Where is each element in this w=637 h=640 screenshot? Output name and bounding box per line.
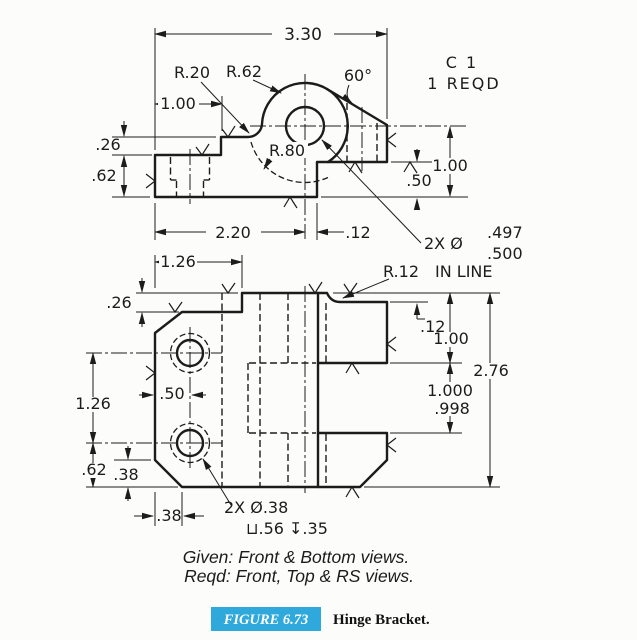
- dim-126-top: 1.26: [160, 252, 196, 271]
- finish-mark: [145, 173, 156, 189]
- finish-mark: [386, 132, 397, 148]
- label-r80: R.80: [269, 141, 305, 160]
- hidden-cbore-circle-1: [169, 332, 211, 374]
- finish-mark: [308, 281, 323, 295]
- label-60deg: 60°: [344, 66, 372, 85]
- dim-100-left: 1.00: [160, 94, 196, 113]
- dim-gap: [266, 142, 308, 158]
- dim-gap: [470, 363, 512, 379]
- finish-mark: [386, 336, 397, 352]
- hole-note-upper: .497: [487, 223, 523, 242]
- hole-note-lower: .500: [487, 244, 523, 263]
- hidden-cbore-circle-2: [169, 422, 211, 464]
- bottom-outline: [153, 291, 389, 489]
- dim-12: .12: [345, 223, 370, 242]
- cbore-hole-note: 2X Ø.38: [224, 498, 288, 517]
- leader-hole-callout: [321, 139, 422, 244]
- dim-gap: [424, 382, 477, 416]
- finish-mark: [345, 361, 360, 375]
- finish-mark: [168, 301, 183, 314]
- notes: Given: Front & Bottom views. Reqd: Front…: [183, 547, 414, 586]
- dim-220: 2.20: [215, 223, 251, 242]
- dim-330: 3.30: [284, 25, 322, 45]
- dim-126-left: 1.26: [75, 394, 111, 413]
- dim-276: 2.76: [473, 361, 509, 380]
- finish-mark: [283, 195, 298, 209]
- finish-mark: [348, 160, 363, 174]
- dim-slot-upper: 1.000: [427, 381, 473, 400]
- dim-26-bottom: .26: [106, 293, 131, 312]
- dim-62-bottom: .62: [81, 460, 106, 479]
- finish-mark: [221, 125, 236, 139]
- dim-gap: [73, 397, 114, 412]
- figure-title: Hinge Bracket.: [333, 612, 430, 628]
- finish-mark: [195, 143, 210, 157]
- dim-50: .50: [406, 171, 431, 190]
- hole-2: [175, 428, 205, 458]
- part-code: C 1: [446, 53, 478, 72]
- dim-50-bottom: .50: [159, 384, 184, 403]
- note-given: Given: Front & Bottom views.: [183, 547, 410, 567]
- finish-mark: [221, 282, 236, 295]
- hole-note-prefix: 2X Ø: [424, 234, 463, 253]
- dim-gap: [77, 463, 111, 478]
- leader-r80: [263, 157, 273, 170]
- dim-gap: [206, 224, 261, 240]
- leader-cbore: [202, 458, 232, 506]
- note-reqd: Reqd: Front, Top & RS views.: [184, 566, 414, 586]
- dim-gap: [158, 96, 199, 111]
- dim-gap: [159, 254, 197, 269]
- dim-100-bottom: 1.00: [433, 329, 469, 348]
- dim-12-bottom: .12: [420, 317, 445, 336]
- hole-1: [175, 338, 205, 368]
- hole-note-suffix: IN LINE: [435, 262, 492, 281]
- finish-mark: [145, 365, 156, 381]
- finish-mark: [343, 282, 358, 295]
- dim-38-vertical: .38: [113, 465, 138, 484]
- label-r12: R.12: [383, 262, 419, 281]
- dim-slot-lower: .998: [434, 399, 470, 418]
- dim-26: .26: [95, 135, 120, 154]
- leader-60deg: [341, 84, 353, 104]
- dim-gap: [432, 158, 469, 174]
- label-r62: R.62: [226, 62, 262, 81]
- figure-caption: FIGURE 6.73 Hinge Bracket.: [211, 607, 430, 631]
- leader-r12: [342, 278, 390, 299]
- front-view: 3.30 1.00 .26 .62 2.20 .12 .50 1.00 R.20…: [91, 25, 523, 281]
- finish-mark: [345, 485, 360, 499]
- cbore-depth-note: ⊔.56 ↧.35: [246, 519, 328, 538]
- finish-mark: [386, 437, 397, 453]
- qty-note: 1 REQD: [427, 74, 500, 93]
- bottom-view: 1.26 .26 R.12 .12 1.00 1.000 .998 2.76 1…: [73, 252, 512, 538]
- leader-r20: [200, 81, 250, 134]
- dim-38-horizontal: .38: [156, 506, 181, 525]
- figure-label: FIGURE 6.73: [223, 612, 309, 628]
- label-r20: R.20: [174, 63, 210, 82]
- dim-62: .62: [91, 166, 116, 185]
- figure-label-box: [211, 607, 321, 631]
- dim-gap: [433, 332, 469, 347]
- finish-mark: [403, 160, 418, 174]
- dim-gap: [272, 25, 334, 43]
- leader-r62: [252, 79, 282, 94]
- dim-100-right: 1.00: [432, 156, 468, 175]
